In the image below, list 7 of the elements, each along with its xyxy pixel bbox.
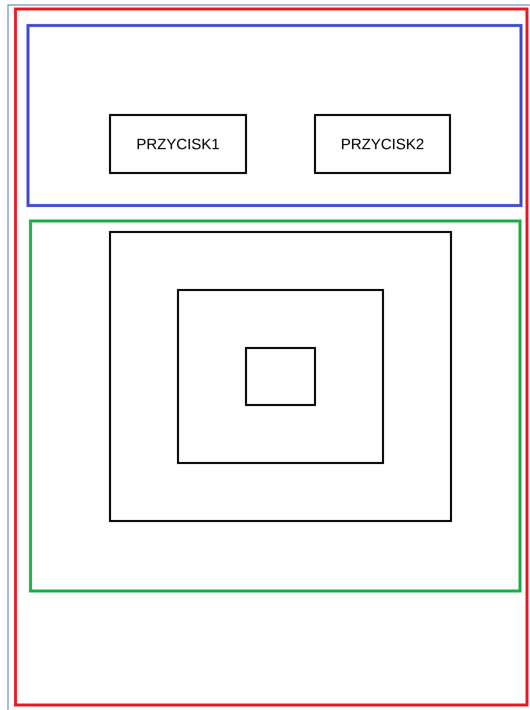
rectangle <box>245 347 316 406</box>
button: PRZYCISK2 <box>314 114 451 174</box>
panel-box <box>26 24 522 207</box>
panel-box <box>29 220 522 592</box>
button: PRZYCISK1 <box>109 114 247 174</box>
rectangle <box>109 231 452 522</box>
rectangle <box>177 289 384 464</box>
